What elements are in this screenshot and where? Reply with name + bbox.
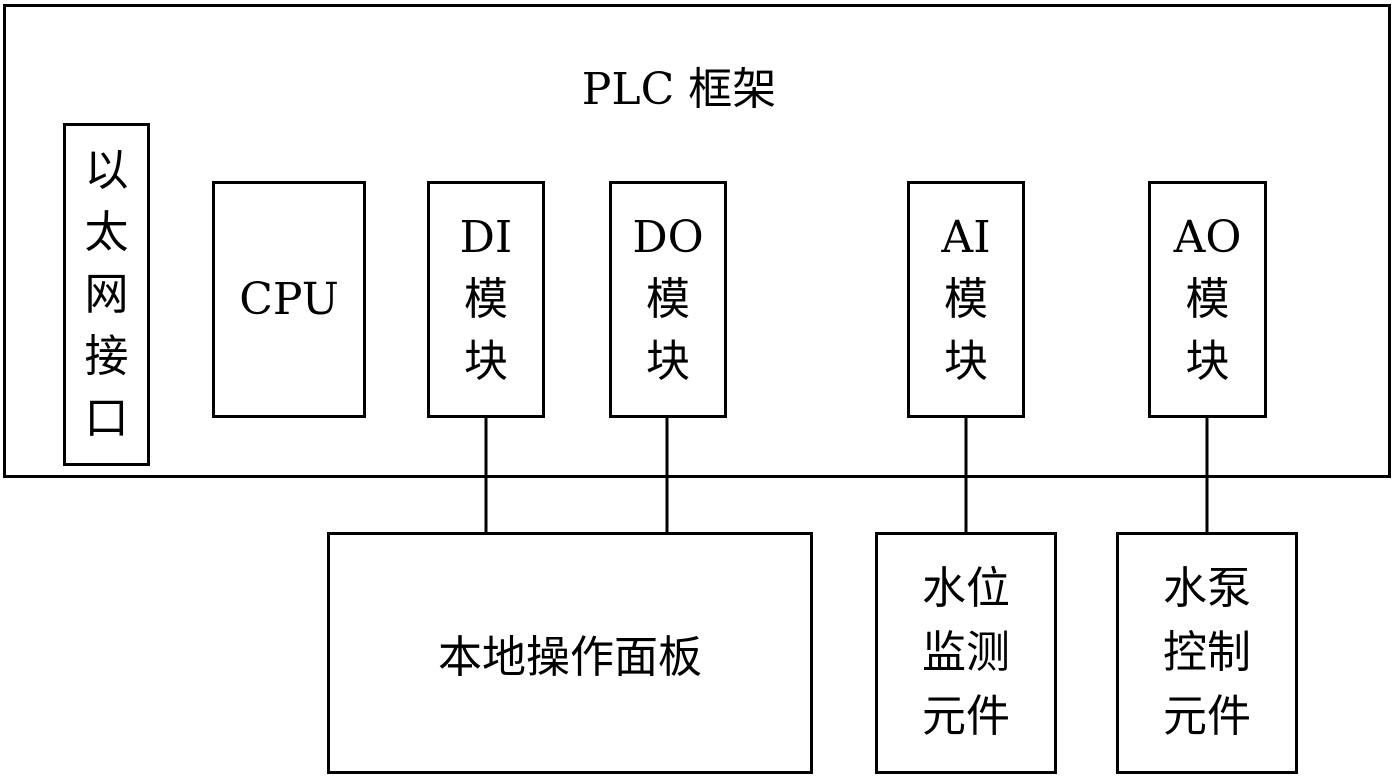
cpu-label: CPU xyxy=(239,274,339,325)
local-operation-panel-label: 本地操作面板 xyxy=(438,632,702,683)
do-module-label: DO 模 块 xyxy=(612,184,724,415)
ethernet-char-1: 以 xyxy=(84,144,129,196)
pump-line-3: 元件 xyxy=(1163,691,1251,742)
pump-control-label: 水泵 控制 元件 xyxy=(1119,535,1295,771)
plc-frame-title: PLC 框架 xyxy=(581,64,777,115)
di-line-3: 块 xyxy=(464,335,508,387)
ao-line-2: 模 xyxy=(1185,273,1230,325)
ao-module-block: AO 模 块 xyxy=(1148,181,1267,418)
pump-line-1: 水泵 xyxy=(1163,563,1251,614)
ethernet-interface-block: 以 太 网 接 口 xyxy=(63,123,150,466)
cpu-block: CPU xyxy=(212,181,366,418)
di-module-label: DI 模 块 xyxy=(430,184,542,415)
ethernet-interface-label: 以 太 网 接 口 xyxy=(66,126,147,463)
pump-line-2: 控制 xyxy=(1163,627,1251,678)
ao-line-3: 块 xyxy=(1185,335,1230,387)
ai-module-block: AI 模 块 xyxy=(907,181,1025,418)
water-level-line-1: 水位 xyxy=(922,563,1010,614)
water-level-line-3: 元件 xyxy=(922,691,1010,742)
plc-frame: PLC 框架 xyxy=(3,4,1391,478)
ethernet-char-3: 网 xyxy=(84,268,129,320)
ethernet-char-5: 口 xyxy=(84,392,129,444)
di-line-1: DI xyxy=(459,211,513,263)
di-line-2: 模 xyxy=(464,273,508,325)
pump-control-block: 水泵 控制 元件 xyxy=(1116,532,1298,774)
do-module-block: DO 模 块 xyxy=(609,181,727,418)
ai-line-1: AI xyxy=(941,211,991,263)
ai-line-2: 模 xyxy=(944,273,988,325)
ai-module-label: AI 模 块 xyxy=(910,184,1022,415)
water-level-monitor-block: 水位 监测 元件 xyxy=(875,532,1057,774)
ai-line-3: 块 xyxy=(944,335,988,387)
water-level-line-2: 监测 xyxy=(922,627,1010,678)
ethernet-char-2: 太 xyxy=(84,206,129,258)
ao-module-label: AO 模 块 xyxy=(1151,184,1264,415)
local-operation-panel-block: 本地操作面板 xyxy=(327,532,813,774)
di-module-block: DI 模 块 xyxy=(427,181,545,418)
do-line-3: 块 xyxy=(646,335,690,387)
water-level-monitor-label: 水位 监测 元件 xyxy=(878,535,1054,771)
ao-line-1: AO xyxy=(1173,211,1242,263)
ethernet-char-4: 接 xyxy=(84,330,129,382)
do-line-2: 模 xyxy=(646,273,690,325)
do-line-1: DO xyxy=(632,211,704,263)
